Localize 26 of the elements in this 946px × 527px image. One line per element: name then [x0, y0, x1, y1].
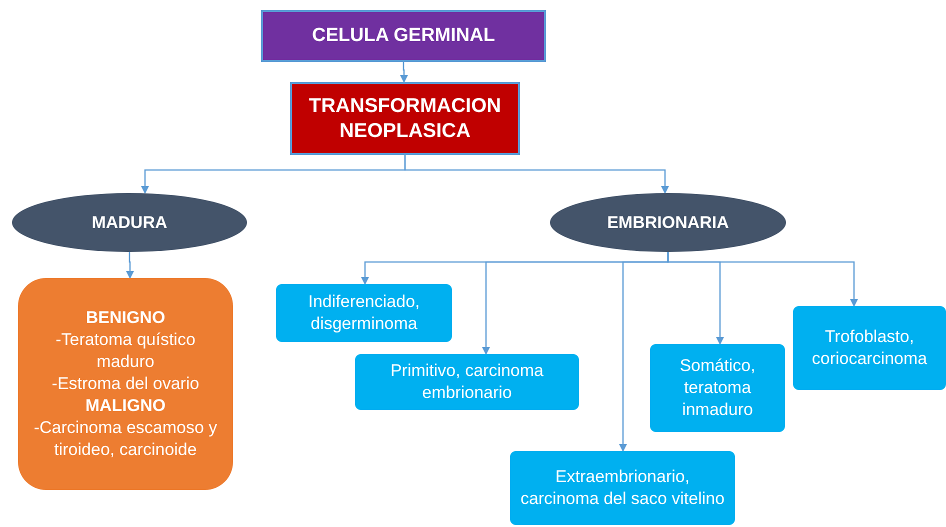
group-heading: BENIGNO — [86, 306, 166, 329]
node-label: -Estroma del ovario — [52, 372, 200, 395]
node-label: Trofoblasto, coriocarcinoma — [810, 326, 928, 370]
node-label: Somático, teratoma inmaduro — [678, 354, 756, 422]
subtype-box — [510, 451, 735, 525]
subtype-box — [793, 306, 946, 390]
node-label: -Teratoma quístico maduro — [54, 328, 196, 373]
arrow — [126, 252, 134, 279]
arrow — [667, 252, 858, 307]
node-label: -Carcinoma escamoso y tiroideo, carcinoide — [32, 417, 218, 462]
group-heading: MALIGNO — [85, 395, 166, 418]
node-label: EMBRIONARIA — [607, 212, 729, 234]
arrow — [400, 62, 408, 83]
node-label: Indiferenciado, disgerminoma — [307, 290, 421, 335]
subtype-box — [355, 354, 579, 410]
node-label: Extraembrionario, carcinoma del saco vitelino — [519, 466, 726, 510]
node-label: CELULA GERMINAL — [312, 24, 495, 48]
node-label: Primitivo, carcinoma embrionario — [389, 360, 545, 404]
classification-card — [18, 278, 233, 490]
title-box — [261, 10, 546, 62]
arrow — [404, 155, 669, 194]
node-label: MADURA — [92, 212, 168, 234]
subtype-box — [650, 344, 785, 432]
process-box — [290, 82, 520, 155]
node-label: TRANSFORMACION NEOPLASICA — [308, 94, 502, 144]
subtype-box — [276, 284, 452, 342]
